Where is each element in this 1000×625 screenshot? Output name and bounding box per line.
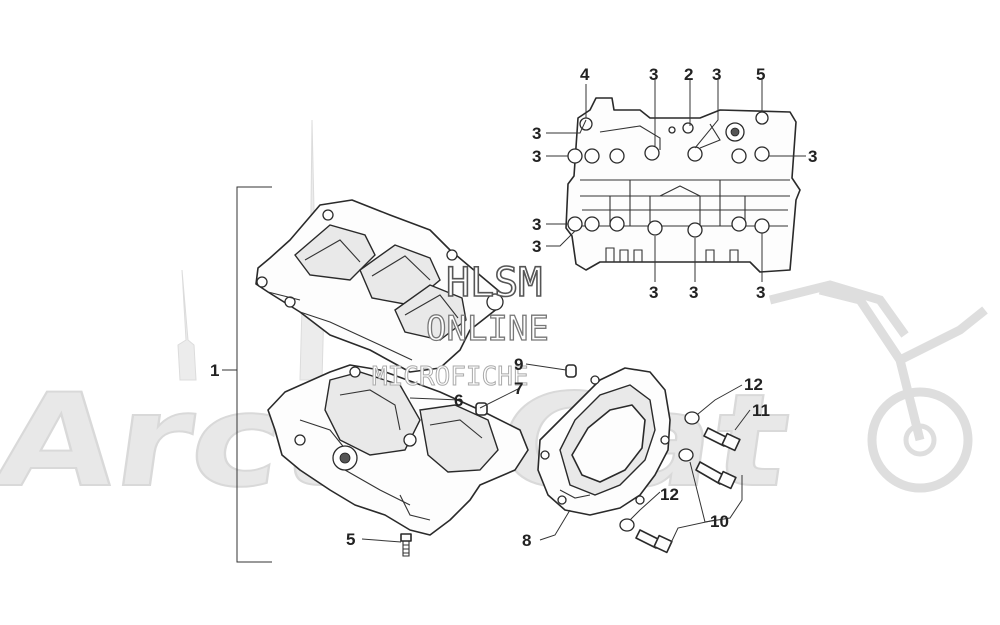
hardware-parts <box>400 364 741 557</box>
washer-12-top <box>684 411 700 425</box>
callout-3-left-b: 3 <box>532 147 541 166</box>
callout-3-left-a: 3 <box>532 124 541 143</box>
hlsm-watermark: HLSM ONLINE MICROFICHE <box>372 259 550 392</box>
callout-3-bottom-a: 3 <box>649 283 658 302</box>
motorcycle-silhouette <box>768 280 988 493</box>
callout-6: 6 <box>454 391 463 410</box>
callout-12-top: 12 <box>744 375 763 394</box>
watermark-line-1: HLSM <box>446 260 542 306</box>
bolt-10-upper <box>695 461 737 490</box>
assembly-bracket <box>222 186 272 563</box>
callout-8: 8 <box>522 531 531 550</box>
crankcase-lower-half <box>267 364 529 536</box>
callout-3-left-d: 3 <box>532 237 541 256</box>
callout-3-top-a: 3 <box>649 65 658 84</box>
callout-11: 11 <box>752 401 770 420</box>
crankcase-cover <box>537 367 671 516</box>
bolt-10-lower <box>635 529 673 554</box>
bolt-11 <box>703 427 741 452</box>
leader-lines <box>361 80 806 546</box>
callout-3-top-b: 3 <box>712 65 721 84</box>
callout-3-bottom-b: 3 <box>689 283 698 302</box>
callout-3-left-c: 3 <box>532 215 541 234</box>
dowel-pin-9 <box>565 364 577 378</box>
washer-12-bottom <box>619 518 635 532</box>
watermark-line-2: ONLINE <box>426 309 549 349</box>
callout-3-bottom-c: 3 <box>756 283 765 302</box>
callout-5-top: 5 <box>756 65 765 84</box>
bolt-head-row-bottom <box>567 216 770 238</box>
watermark-line-3: MICROFICHE <box>372 362 529 392</box>
callout-3-right: 3 <box>808 147 817 166</box>
callout-5-bottom: 5 <box>346 530 355 549</box>
callout-labels: 4 3 2 3 5 3 3 3 3 3 3 3 3 1 9 7 6 12 11 … <box>210 65 817 550</box>
bolt-5 <box>400 533 412 557</box>
callout-10: 10 <box>710 512 729 531</box>
washer-12-mid <box>678 448 694 462</box>
callout-2: 2 <box>684 65 693 84</box>
callout-12-bottom: 12 <box>660 485 679 504</box>
callout-9: 9 <box>514 355 523 374</box>
crankcase-upper-half <box>255 199 504 373</box>
crankcase-bottom-view <box>565 97 801 273</box>
callout-1: 1 <box>210 361 219 380</box>
callout-7: 7 <box>514 379 523 398</box>
callout-4: 4 <box>580 65 590 84</box>
